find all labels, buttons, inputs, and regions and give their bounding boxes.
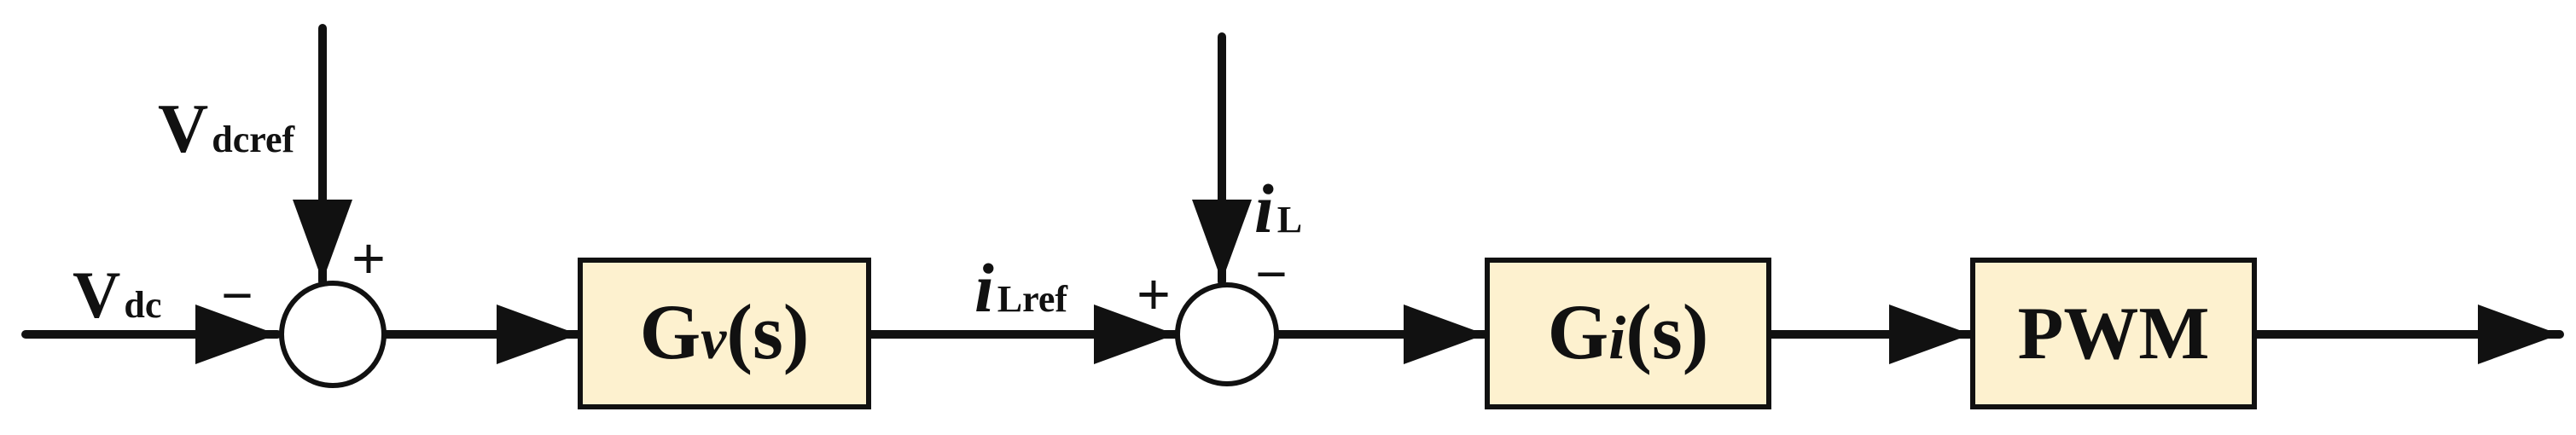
vdc-label: Vdc bbox=[73, 258, 161, 332]
pwm-block bbox=[1970, 258, 2257, 409]
summer1-minus-sign: − bbox=[221, 264, 253, 326]
pwm-block-label: PWM bbox=[2018, 293, 2210, 375]
summing-junction-1 bbox=[279, 281, 387, 388]
vdcref-label: Vdcref bbox=[158, 90, 295, 167]
gi-block bbox=[1485, 258, 1771, 409]
summing-junction-2 bbox=[1175, 282, 1279, 386]
summer1-plus-sign: + bbox=[352, 226, 386, 291]
summer2-plus-sign: + bbox=[1137, 262, 1171, 327]
summer2-minus-sign: − bbox=[1255, 243, 1287, 304]
gv-block-label: Gv(s) bbox=[640, 288, 810, 375]
gv-block bbox=[578, 258, 871, 409]
il-label: iL bbox=[1254, 170, 1302, 247]
ilref-label: iLref bbox=[974, 249, 1068, 327]
gi-block-label: Gi(s) bbox=[1548, 288, 1709, 375]
